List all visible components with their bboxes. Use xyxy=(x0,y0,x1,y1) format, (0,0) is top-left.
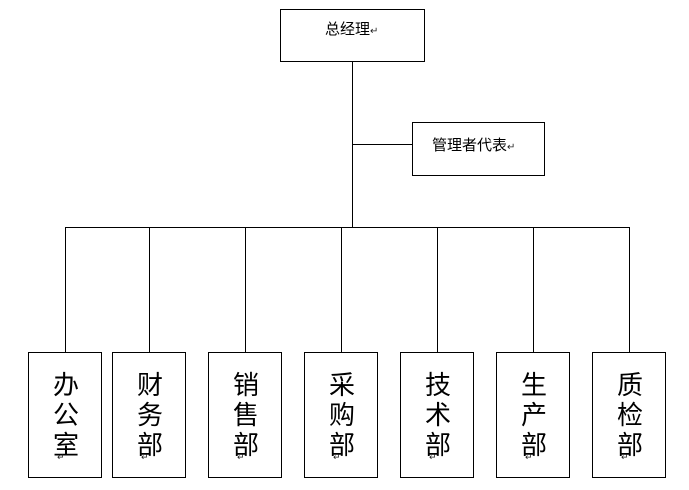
department-label: 财务部 xyxy=(136,371,163,461)
department-box-office: 办公室 ↵ xyxy=(28,352,102,478)
rep-horizontal-connector xyxy=(352,144,413,145)
dept-drop-line xyxy=(245,227,246,353)
paragraph-mark-icon: ↵ xyxy=(141,453,149,463)
department-label: 技术部 xyxy=(424,371,451,461)
department-box-sales: 销售部 ↵ xyxy=(208,352,282,478)
dept-drop-line xyxy=(533,227,534,353)
department-box-finance: 财务部 ↵ xyxy=(112,352,186,478)
paragraph-mark-icon: ↵ xyxy=(237,453,245,463)
department-box-quality-inspection: 质检部 ↵ xyxy=(592,352,666,478)
paragraph-mark-icon: ↵ xyxy=(370,26,379,37)
paragraph-mark-icon: ↵ xyxy=(621,453,629,463)
management-representative-box: 管理者代表↵ xyxy=(412,122,545,176)
paragraph-mark-icon: ↵ xyxy=(507,142,516,153)
paragraph-mark-icon: ↵ xyxy=(333,453,341,463)
department-label: 销售部 xyxy=(232,371,259,461)
dept-drop-line xyxy=(629,227,630,353)
dept-drop-line xyxy=(437,227,438,353)
general-manager-label: 总经理 xyxy=(325,20,371,38)
department-box-production: 生产部 ↵ xyxy=(496,352,570,478)
dept-drop-line xyxy=(149,227,150,353)
departments-horizontal-bus xyxy=(65,227,630,228)
dept-drop-line xyxy=(65,227,66,353)
department-box-purchasing: 采购部 ↵ xyxy=(304,352,378,478)
department-label: 办公室 xyxy=(52,371,79,461)
department-box-technology: 技术部 ↵ xyxy=(400,352,474,478)
general-manager-box: 总经理↵ xyxy=(280,9,425,62)
paragraph-mark-icon: ↵ xyxy=(57,453,65,463)
department-label: 质检部 xyxy=(616,371,643,461)
management-representative-label: 管理者代表 xyxy=(432,136,508,154)
department-label: 生产部 xyxy=(520,371,547,461)
paragraph-mark-icon: ↵ xyxy=(429,453,437,463)
dept-drop-line xyxy=(341,227,342,353)
department-label: 采购部 xyxy=(328,371,355,461)
paragraph-mark-icon: ↵ xyxy=(525,453,533,463)
